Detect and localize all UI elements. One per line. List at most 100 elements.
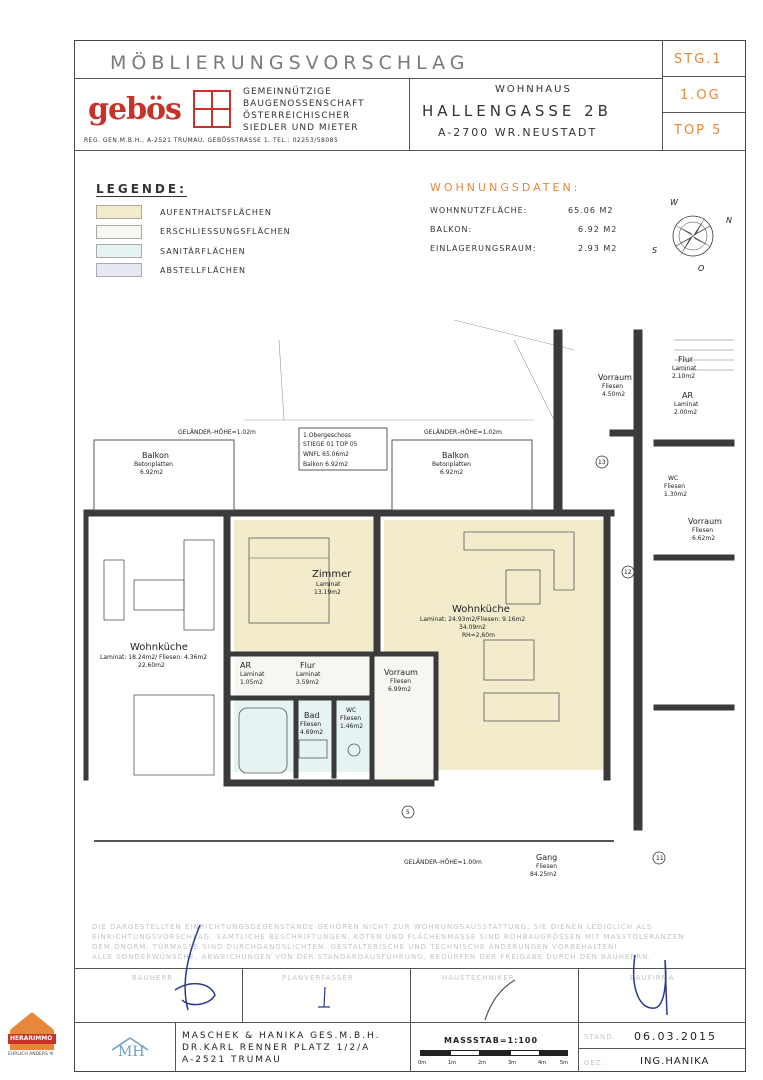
mh-logo-icon: MH (110, 1036, 150, 1064)
apartment-row-2-label: BALKON: (430, 225, 473, 234)
right-flur-name: Flur (678, 355, 694, 364)
wohnkueche-left-material: Laminat: 18.24m2/ Fliesen: 4.36m2 (100, 654, 207, 661)
wc-fill (336, 700, 371, 772)
railing-label-left: GELÄNDER–HÖHE=1.02m (178, 429, 256, 436)
info-box-line-2: STIEGE 01 TOP 05 (303, 441, 358, 448)
floor-plan: GELÄNDER–HÖHE=1.02m GELÄNDER–HÖHE=1.02m … (83, 319, 735, 878)
signature-divider-3 (578, 968, 579, 1022)
scale-bar (420, 1050, 568, 1056)
apartment-row-3-label: EINLAGERUNGSRAUM: (430, 244, 537, 253)
disclaimer-line-1: DIE DARGESTELLTEN EINRICHTUNGSGEGENSTÄND… (92, 923, 653, 931)
right-wc-material: Fliesen (664, 483, 685, 490)
apartment-data-title: WOHNUNGSDATEN: (430, 181, 581, 194)
vorraum-material: Fliesen (390, 678, 411, 685)
page-title: MÖBLIERUNGSVORSCHLAG (110, 52, 470, 74)
header-box-line-1 (662, 76, 746, 77)
scale-tick-5: 5m (560, 1060, 569, 1066)
signature-bauherr-icon (174, 924, 216, 1011)
balkon-left-material: Betonplatten (134, 461, 173, 468)
right-vorraum-top-area: 4.50m2 (602, 391, 625, 398)
bauherr-label: BAUHERR (132, 974, 174, 982)
marker-13: 13 (598, 459, 606, 466)
bad-area: 4.69m2 (300, 729, 323, 736)
scale-tick-2: 2m (478, 1060, 487, 1066)
company-line-2: BAUGENOSSENSCHAFT (243, 99, 365, 109)
compass-rose-icon: W N S O (648, 196, 740, 276)
zimmer-area: 13.19m2 (314, 589, 341, 596)
scale-tick-1: 1m (448, 1060, 457, 1066)
ar-name: AR (240, 661, 251, 670)
scale-tick-4: 4m (538, 1060, 547, 1066)
compass-west-label: W (670, 198, 678, 207)
footer-divider-3 (578, 1022, 579, 1072)
company-line-3: ÖSTERREICHISCHER (243, 111, 351, 121)
architect-street: DR.KARL RENNER PLATZ 1/2/A (182, 1043, 371, 1053)
zimmer-material: Laminat (316, 581, 341, 588)
legend-label-sanitaer: SANITÄRFLÄCHEN (160, 247, 246, 256)
stg-label: STG.1 (674, 52, 723, 67)
wohnkueche-left-name: Wohnküche (130, 642, 188, 653)
gang-name: Gang (536, 853, 557, 862)
gez-label: GEZ.: (584, 1059, 609, 1067)
apartment-row-1-value: 65.06 M2 (568, 206, 614, 215)
flur-area: 3.59m2 (296, 679, 319, 686)
right-ar-name: AR (682, 391, 693, 400)
compass-south-label: S (652, 246, 658, 255)
vorraum-fill (374, 655, 434, 780)
info-box-line-1: 1.Obergeschoss (303, 432, 351, 439)
signature-baufirma-icon (633, 954, 668, 1016)
right-ar-area: 2.00m2 (674, 409, 697, 416)
signature-haustechniker-icon (484, 979, 516, 1021)
disclaimer-line-3: DEM.ÖNORM. TÜRMASSE SIND DURCHGANGSLICHT… (92, 943, 619, 951)
right-vorraum-mid-name: Vorraum (688, 517, 722, 526)
balkon-right-material: Betonplatten (432, 461, 471, 468)
address-street: HALLENGASSE 2B (422, 102, 612, 120)
footer-right-line (578, 1048, 746, 1049)
scale-tick-0: 0m (418, 1060, 427, 1066)
drawn-by: ING.HANIKA (640, 1056, 710, 1067)
scale-tick-3: 3m (508, 1060, 517, 1066)
balkon-right-area: 6.92m2 (440, 469, 463, 476)
wohnkueche-main-name: Wohnküche (452, 604, 510, 615)
brand-tagline: EHRLICH ANDERS ® (8, 1052, 54, 1057)
right-wc-area: 1.30m2 (664, 491, 687, 498)
floor-label: 1.OG (680, 88, 721, 103)
signature-divider-1 (242, 968, 243, 1022)
company-line-4: SIEDLER UND MIETER (243, 123, 359, 133)
address-city: A-2700 WR.NEUSTADT (438, 126, 598, 139)
wc-area: 1.46m2 (340, 723, 363, 730)
bad-fill (294, 700, 334, 772)
compass-east-label: O (698, 264, 705, 273)
signature-planverfasser-icon (318, 986, 330, 1008)
legend-swatch-abstell (96, 263, 142, 277)
apartment-row-2-value: 6.92 M2 (578, 225, 618, 234)
architect-city: A-2521 TRUMAU (182, 1055, 282, 1065)
scale-label: MASSSTAB=1:100 (444, 1036, 539, 1045)
legend-title: LEGENDE: (96, 182, 187, 197)
signature-divider-2 (410, 968, 411, 1022)
vorraum-area: 6.99m2 (388, 686, 411, 693)
disclaimer: DIE DARGESTELLTEN EINRICHTUNGSGEGENSTÄND… (92, 922, 684, 962)
right-vorraum-top-name: Vorraum (598, 373, 632, 382)
gang-material: Fliesen (536, 863, 557, 870)
company-line-1: GEMEINNÜTZIGE (243, 87, 332, 97)
apartment-row-3-value: 2.93 M2 (578, 244, 618, 253)
info-box-line-3: WNFL 65.06m2 (303, 451, 349, 458)
legend-swatch-sanitaer (96, 244, 142, 258)
right-wc-name: WC (668, 475, 678, 482)
header-mid-divider (409, 78, 410, 150)
legend-swatch-erschliessung (96, 225, 142, 239)
wc-material: Fliesen (340, 715, 361, 722)
apartment-row-1-label: WOHNNUTZFLÄCHE: (430, 206, 528, 215)
legend-label-abstell: ABSTELLFLÄCHEN (160, 266, 246, 275)
gebos-emblem-icon (193, 90, 231, 128)
disclaimer-line-4: ALLE SONDERWÜNSCHE, ABWEICHUNGEN VON DER… (92, 953, 652, 961)
railing-label-right: GELÄNDER–HÖHE=1.02m (424, 429, 502, 436)
stand-date: 06.03.2015 (634, 1030, 717, 1043)
bad-name: Bad (304, 711, 319, 720)
wc-name: WC (346, 707, 356, 714)
railing-label-bottom: GELÄNDER–HÖHE=1.00m (404, 859, 482, 866)
bad-material: Fliesen (300, 721, 321, 728)
marker-5: 5 (406, 809, 410, 816)
architect-name: MASCHEK & HANIKA GES.M.B.H. (182, 1031, 381, 1041)
